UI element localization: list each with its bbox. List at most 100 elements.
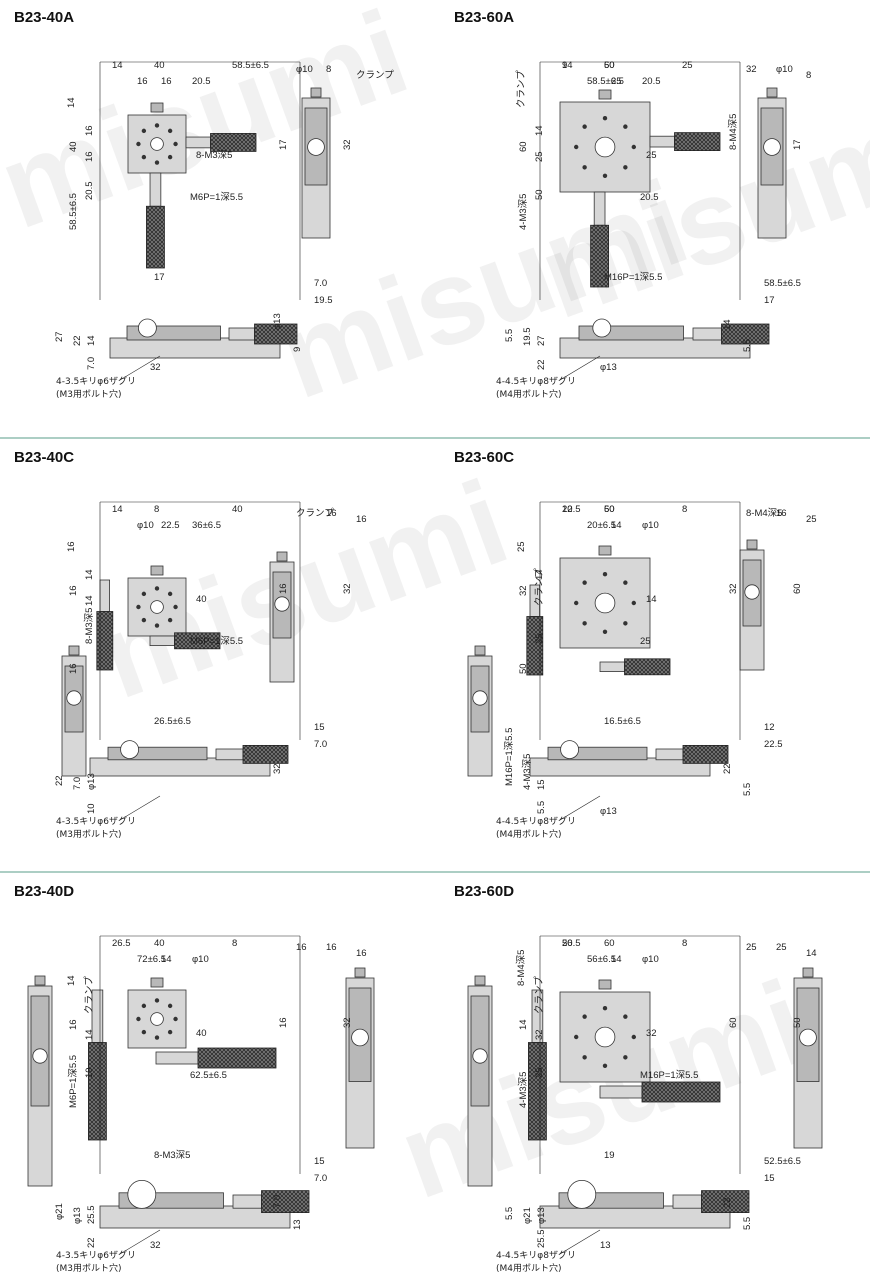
tapped-hole [574, 1034, 579, 1040]
dimension-label: 40 [154, 938, 165, 949]
micrometer-sleeve [649, 135, 675, 148]
dimension-label: φ21 [54, 1203, 65, 1220]
dimension-label: 60 [518, 141, 529, 152]
dimension-label: 8 [232, 938, 237, 949]
front-view-sleeve [672, 1194, 702, 1209]
tapped-hole [154, 623, 160, 628]
tapped-hole [167, 1003, 173, 1009]
dimension-label: 22 [536, 359, 547, 370]
micrometer-thimble [674, 132, 721, 152]
micrometer-thimble [210, 133, 257, 152]
dimension-label: クランプ [534, 976, 545, 1014]
side-view-clamp [34, 975, 46, 986]
dimension-label: 17 [154, 272, 165, 283]
dimension-label: 14 [611, 520, 622, 531]
dimension-label: 15 [314, 1156, 325, 1167]
micrometer-thimble [526, 616, 544, 676]
tapped-hole [582, 580, 587, 585]
dimension-label: 16 [356, 948, 367, 959]
dimension-label: 25 [776, 942, 787, 953]
dimension-label: 4-M3深5 [522, 754, 533, 790]
micrometer-sleeve [185, 136, 211, 149]
tapped-hole [602, 1006, 608, 1011]
dimension-label: 14 [562, 60, 573, 71]
front-view-sleeve [655, 748, 684, 761]
tapped-hole [136, 141, 141, 147]
micrometer-sleeve [593, 191, 606, 226]
dimension-label: 14 [611, 954, 622, 965]
micrometer-thimble [88, 1042, 107, 1141]
tapped-hole [141, 617, 147, 623]
tapped-hole [582, 165, 587, 170]
front-view-thimble [242, 744, 289, 764]
mounting-hole-note: 4-4.5キリφ8ザグリ [496, 815, 576, 827]
dimension-label: 8-M4深5 [516, 950, 527, 986]
dimension-label: 32 [746, 64, 757, 75]
dimension-label: φ13 [600, 806, 617, 817]
dimension-label: 17 [278, 139, 289, 150]
panel-title: B23-40D [14, 883, 74, 900]
center-hole [150, 600, 164, 614]
dimension-label: 22 [54, 775, 65, 786]
side-view-bore [799, 1028, 817, 1047]
dimension-label: 14 [112, 504, 123, 515]
tapped-hole [623, 1014, 628, 1019]
mounting-hole-note-sub: (M3用ボルト穴) [56, 388, 122, 400]
tapped-hole [141, 154, 147, 160]
dimension-label: 13 [292, 1219, 303, 1230]
dimension-label: 5.5 [742, 1217, 753, 1230]
micrometer-thimble [624, 658, 671, 676]
tapped-hole [173, 1016, 178, 1022]
micrometer-sleeve [599, 1085, 643, 1099]
dimension-label: 20±6.5 [587, 520, 616, 531]
side-view-bore [274, 596, 290, 612]
dimension-label: 8 [326, 64, 331, 75]
tapped-hole [602, 572, 608, 577]
dimension-label: 25 [516, 541, 527, 552]
side-view-bore [307, 138, 325, 156]
dimension-label: 32 [150, 1240, 161, 1251]
dimension-label: 32 [728, 583, 739, 594]
tapped-hole [623, 124, 628, 129]
dimension-label: 58.5±6.5 [587, 76, 624, 87]
dimension-label: 19.5 [522, 328, 533, 347]
dimension-label: 62.5±6.5 [190, 1070, 227, 1081]
dimension-label: φ10 [192, 954, 209, 965]
dimension-label: クランプ [84, 976, 95, 1014]
tapped-hole [602, 116, 608, 121]
dimension-label: 26.5±6.5 [154, 716, 191, 727]
dimension-label: 20.5 [640, 192, 659, 203]
dimension-label: 14 [84, 569, 95, 580]
dimension-label: 14 [806, 948, 817, 959]
dimension-label: 16 [356, 514, 367, 525]
dimension-label: 58.5±6.5 [68, 193, 79, 230]
dimension-label: 7.0 [86, 357, 97, 370]
dimension-label: 17 [764, 295, 775, 306]
tapped-hole [173, 141, 178, 147]
dimension-label: 8-M4深5 [728, 114, 739, 150]
center-hole [594, 1026, 616, 1048]
dimension-label: 14 [84, 595, 95, 606]
tapped-hole [582, 124, 587, 129]
dimension-label: 25.5 [86, 1206, 97, 1225]
micrometer-thimble [96, 611, 114, 671]
micrometer-thimble [174, 632, 221, 650]
clamp-knob [150, 102, 164, 113]
dimension-label: φ13 [600, 362, 617, 373]
dimension-label: 7.0 [72, 777, 83, 790]
front-view-thimble [721, 323, 770, 345]
dimension-label: φ21 [522, 1207, 533, 1224]
dimension-label: 16 [137, 76, 148, 87]
tapped-hole [154, 998, 160, 1003]
panel-title: B23-60C [454, 449, 514, 466]
tapped-hole [154, 160, 160, 165]
side-view-bore [763, 138, 781, 156]
tapped-hole [631, 1034, 636, 1040]
dimension-label: 22.5 [562, 504, 581, 515]
dimension-label: 9 [562, 60, 567, 71]
dimension-label: 60 [792, 583, 803, 594]
front-view-thimble [261, 1190, 310, 1214]
dimension-label: 14 [66, 975, 77, 986]
